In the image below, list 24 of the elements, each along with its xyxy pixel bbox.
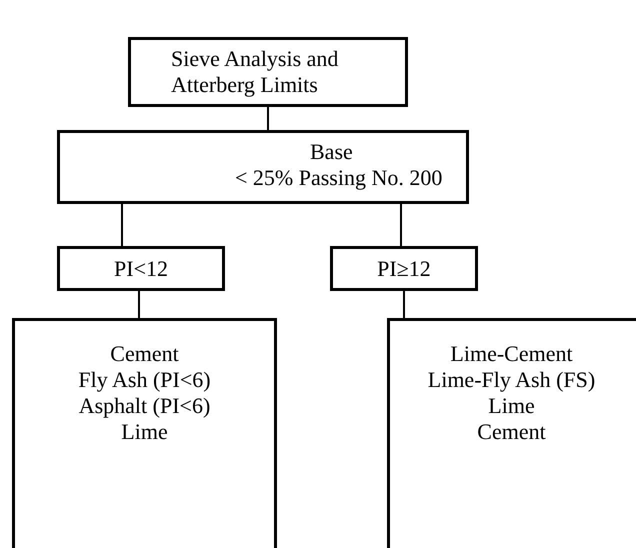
- connector-line: [403, 291, 405, 318]
- box-text: Lime: [121, 419, 168, 445]
- process-box: [128, 37, 408, 107]
- box-text: PI≥12: [377, 256, 431, 282]
- box-text: Lime: [488, 393, 535, 419]
- connector-line: [121, 204, 123, 246]
- connector-line: [400, 204, 402, 246]
- connector-line: [267, 107, 269, 130]
- box-text: Base: [310, 139, 353, 165]
- box-text: Sieve Analysis and Atterberg Limits: [171, 46, 340, 98]
- process-box: [387, 318, 636, 548]
- condition-box: [57, 246, 225, 291]
- box-text: Fly Ash (PI<6): [78, 367, 211, 393]
- box-text: Cement: [110, 341, 179, 367]
- box-text: Cement: [477, 419, 546, 445]
- box-text: Lime-Fly Ash (FS): [428, 367, 596, 393]
- connector-line: [138, 291, 140, 318]
- process-box: [57, 130, 469, 204]
- box-text: PI<12: [114, 256, 168, 282]
- condition-box: [330, 246, 478, 291]
- process-box: [12, 318, 277, 548]
- box-text: Asphalt (PI<6): [78, 393, 210, 419]
- box-text: Lime-Cement: [450, 341, 573, 367]
- box-text: < 25% Passing No. 200: [235, 165, 442, 191]
